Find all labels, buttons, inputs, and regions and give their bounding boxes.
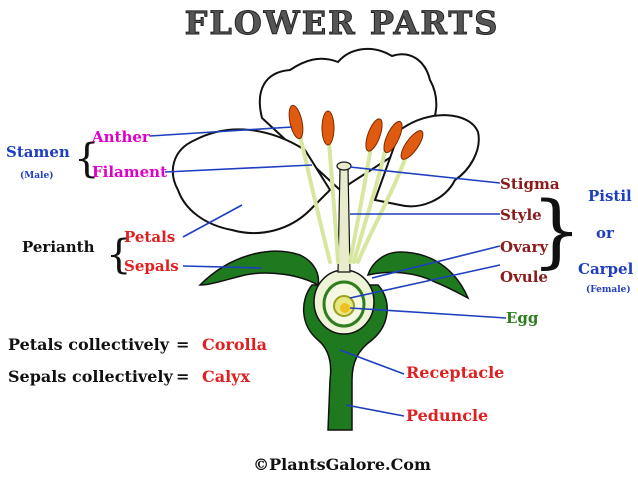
stamen-sub-label: (Male) [20, 170, 53, 181]
flower-illustration [171, 47, 480, 431]
anthers [288, 104, 424, 160]
ovule-label: Ovule [500, 268, 548, 286]
definition-right: Corolla [202, 335, 267, 354]
pistil-or-label: or [596, 224, 615, 242]
filaments [298, 128, 412, 264]
ovary-label: Ovary [500, 238, 549, 256]
diagram-title: FLOWER PARTS [185, 4, 500, 42]
pistil-sub-label: (Female) [586, 284, 631, 295]
petals-label: Petals [124, 228, 175, 246]
stamen-label: Stamen [6, 143, 70, 161]
stigma-shape [336, 161, 352, 171]
leader-lines [149, 126, 507, 417]
peduncle-label: Peduncle [406, 406, 488, 425]
receptacle-label: Receptacle [406, 363, 504, 382]
sepals-label: Sepals [124, 257, 179, 275]
definition-equals: = [176, 335, 189, 354]
anther-label: Anther [91, 128, 151, 146]
style-label: Style [500, 206, 542, 224]
egg-shape [340, 303, 350, 313]
copyright-text: ©PlantsGalore.Com [253, 455, 431, 474]
definition-left: Petals collectively [8, 335, 170, 354]
sepal-right [366, 251, 470, 300]
petal-left [171, 128, 332, 234]
perianth-label: Perianth [22, 238, 95, 256]
style-shape [337, 167, 351, 273]
petal-right [373, 114, 480, 208]
carpel-label: Carpel [578, 260, 634, 278]
definitions: Petals collectively = Corolla Sepals col… [8, 335, 267, 386]
pistil-brace: { [531, 184, 582, 277]
egg-label: Egg [506, 309, 539, 327]
definition-left: Sepals collectively [8, 367, 173, 386]
pistil-label: Pistil [588, 187, 632, 205]
stigma-label: Stigma [500, 175, 560, 193]
stamen-brace: { [74, 136, 99, 182]
filament-label: Filament [92, 163, 167, 181]
definition-right: Calyx [202, 367, 250, 386]
definition-equals: = [176, 367, 189, 386]
perianth-brace: { [106, 232, 131, 278]
